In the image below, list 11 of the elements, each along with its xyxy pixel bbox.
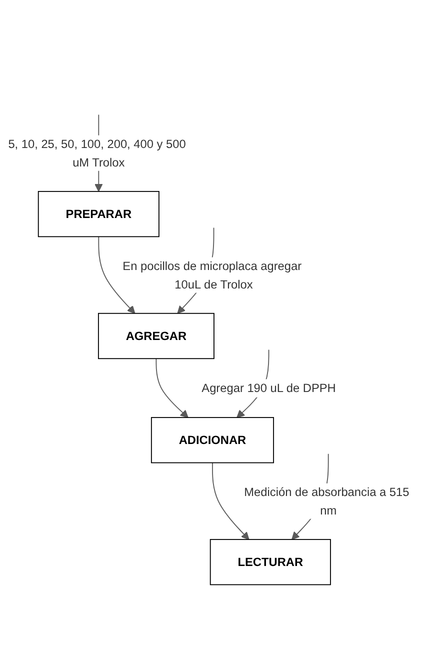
edge-label: Agregar 190 uL de DPPH (202, 380, 336, 395)
edge-label: Medición de absorbancia a 515 nm (244, 485, 410, 517)
edge-label: En pocillos de microplaca agregar 10uL de Trolox (122, 259, 302, 291)
node-box: AGREGAR (98, 312, 214, 360)
node-box: LECTURAR (210, 539, 331, 586)
node-box: ADICIONAR (150, 417, 274, 464)
arrow (156, 358, 188, 418)
node-box: PREPARAR (38, 190, 160, 238)
edge-label: 5, 10, 25, 50, 100, 200, 400 y 500 uM Trolox (8, 137, 186, 169)
arrow (212, 462, 250, 540)
arrow (98, 236, 136, 314)
